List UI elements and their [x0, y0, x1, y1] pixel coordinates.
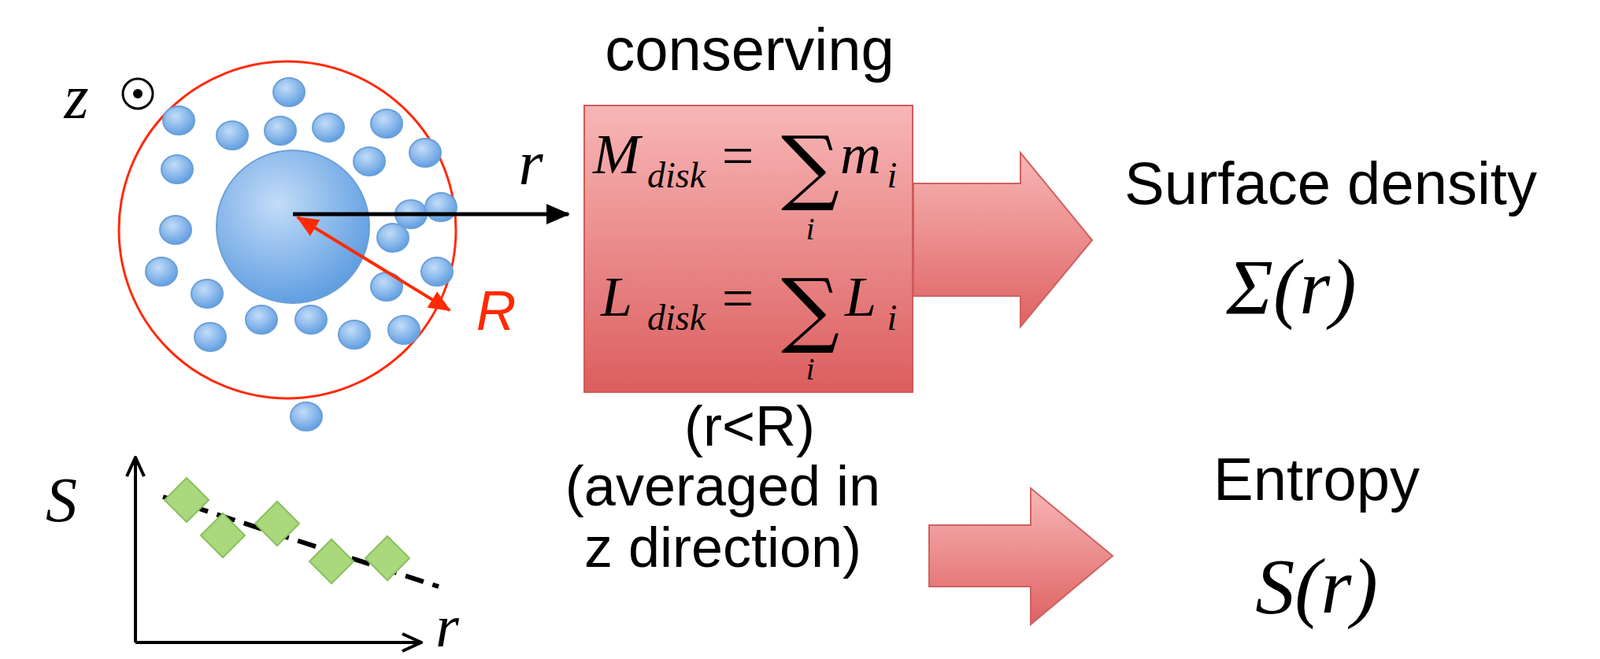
cutoff-radius-label: R	[476, 283, 517, 339]
operator: =	[722, 127, 755, 185]
cutoff-radius-arrow	[297, 217, 450, 311]
operator: =	[722, 270, 755, 327]
radius-arrow	[292, 212, 569, 217]
z-axis-symbol	[122, 78, 153, 109]
subscript: i	[887, 157, 898, 194]
conservation-box: conservingMdisk=∑imiLdisk=∑iLi(r<R)	[583, 104, 914, 393]
data-point	[200, 513, 245, 558]
fit-line	[162, 496, 439, 587]
output-symbol: Σ(r)	[1226, 248, 1357, 327]
averaging-note: (averaged in z direction)	[545, 455, 900, 578]
sum-index: i	[805, 213, 815, 245]
sum-index: i	[805, 353, 815, 386]
data-point	[365, 536, 410, 581]
axis-name: z	[63, 65, 89, 129]
output-symbol: S(r)	[1255, 547, 1378, 626]
out-of-plane-dot	[133, 88, 143, 99]
particle	[353, 147, 386, 176]
particle	[191, 279, 223, 308]
sum-symbol: ∑	[781, 125, 840, 208]
symbol: L	[600, 268, 633, 326]
particle	[370, 109, 403, 138]
condition-note: (r<R)	[684, 397, 815, 455]
particle	[162, 106, 195, 135]
block-arrow	[929, 488, 1113, 625]
particle	[409, 138, 441, 167]
output-name: Entropy	[1213, 449, 1420, 510]
axis-label: S	[45, 468, 78, 532]
symbol: m	[840, 125, 882, 183]
symbol: M	[592, 125, 641, 183]
subscript: disk	[647, 157, 706, 194]
particle	[245, 305, 278, 334]
data-point	[164, 477, 209, 523]
out-of-plane-ring	[122, 78, 153, 109]
data-point	[309, 539, 354, 584]
block-arrow	[913, 152, 1093, 327]
particle	[194, 322, 226, 352]
entropy-plot	[135, 459, 439, 643]
particle	[421, 257, 453, 286]
particle	[159, 215, 192, 245]
particle	[295, 305, 327, 334]
particle	[338, 320, 371, 349]
symbol: L	[844, 268, 877, 326]
particle	[264, 116, 297, 145]
particle	[377, 223, 409, 252]
particle	[425, 192, 457, 222]
particles	[145, 77, 457, 431]
particle	[273, 77, 305, 107]
data-point	[255, 501, 300, 546]
central-body	[216, 150, 370, 304]
axis-label: r	[435, 596, 460, 656]
particle	[145, 257, 178, 286]
subscript: i	[887, 300, 898, 337]
particle	[216, 121, 249, 150]
y-axis	[133, 459, 138, 643]
output-name: Surface density	[1124, 153, 1538, 214]
x-axis	[135, 640, 420, 645]
radius-label: r	[518, 131, 543, 195]
sum-symbol: ∑	[781, 267, 840, 350]
subscript: disk	[647, 300, 706, 337]
particle	[388, 315, 420, 345]
particle	[161, 155, 193, 184]
disk-boundary	[118, 61, 456, 399]
heading: conserving	[604, 19, 895, 80]
particle	[312, 113, 345, 142]
particle	[290, 402, 323, 431]
